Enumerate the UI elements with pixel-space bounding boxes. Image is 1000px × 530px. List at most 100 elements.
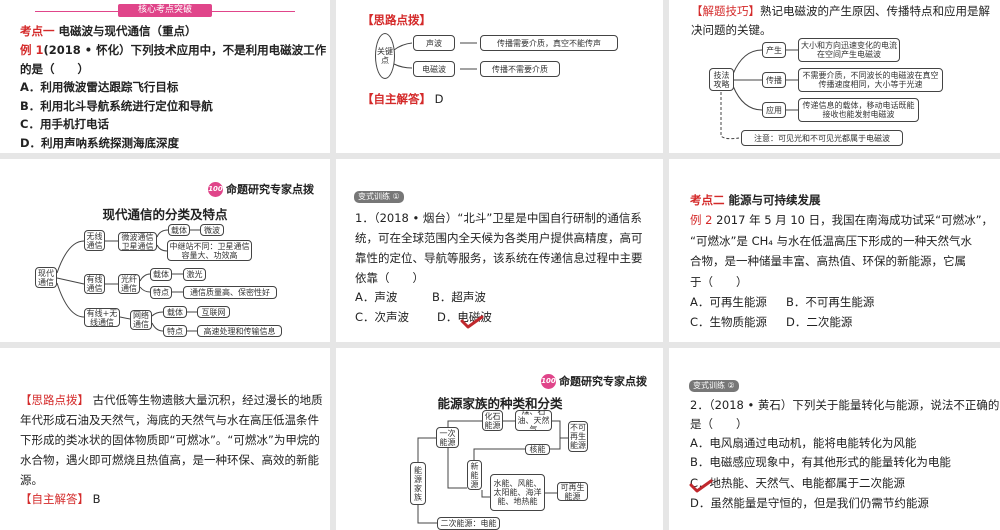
answer-line: 【自主解答】 D: [362, 92, 444, 106]
node-wired: 有线通信: [84, 274, 105, 294]
slide-1[interactable]: 核心考点突破 考点一 电磁波与现代通信（重点） 例 1(2018 • 怀化）下列…: [0, 0, 330, 153]
example-text-2: 的是（ ）: [20, 62, 89, 76]
hint-text: 年代形成石油及天然气，海底的天然气与水在高压低温条件: [20, 413, 319, 427]
question-line: 靠性的定位、导航等服务，该系统在传递信息过程中主要: [355, 251, 643, 265]
answer-value: B: [92, 492, 101, 506]
logo-text: 命题研究专家点拨: [559, 375, 647, 388]
node-fossil: 化石能源: [482, 410, 503, 431]
heading-tag: 考点二: [690, 193, 725, 207]
answer-value: D: [434, 92, 444, 106]
ribbon-banner: 核心考点突破: [118, 4, 212, 17]
option-d[interactable]: D．虽然能量是守恒的，但是我们仍需节约能源: [690, 496, 929, 510]
tip-text: 熟记电磁波的产生原因、传播特点和应用是解: [760, 4, 990, 18]
tip-label: 【解题技巧】: [691, 4, 760, 18]
option-c[interactable]: C．生物质能源: [690, 315, 768, 329]
energy-diagram-lines: [417, 420, 568, 524]
example-tag: 例 1: [20, 43, 44, 57]
slide-6[interactable]: 考点二 能源与可持续发展 例 2 2017 年 5 月 10 日，我国在南海成功…: [669, 159, 1000, 342]
node-carrier: 载体: [150, 268, 172, 281]
node-primary-energy: 一次能源: [436, 427, 459, 448]
example-text: 2017 年 5 月 10 日，我国在南海成功试采“可燃冰”，: [716, 213, 994, 227]
comm-diagram-lines: [56, 229, 200, 332]
question-line: 统，可在全球范围内全天候为各类用户提供高精度，高可: [355, 231, 643, 245]
option-c[interactable]: C．用手机打电话: [20, 117, 109, 131]
tip-diagram-lines: [720, 49, 798, 140]
node-coal-oil-gas: 煤、石油、天然气: [515, 410, 552, 431]
answer-label: 【自主解答】: [20, 492, 89, 506]
option-a[interactable]: A．利用微波雷达跟踪飞行目标: [20, 80, 179, 94]
node-produce: 产生: [762, 42, 786, 58]
node-propagate-desc: 不需要介质，不同波长的电磁波在真空传播速度相同，大小等于光速: [798, 68, 943, 92]
node-nonrenewable: 不可再生能源: [568, 421, 588, 452]
node-secondary-energy: 二次能源：电能: [437, 517, 500, 530]
option-a[interactable]: A．可再生能源: [690, 295, 767, 309]
tip-text-2: 决问题的关键。: [691, 23, 772, 37]
node-renewable-sources: 水能、风能、太阳能、海洋能、地热能: [490, 474, 545, 511]
option-c[interactable]: C．次声波: [355, 310, 410, 324]
hint-text: 水合物，遇火即可燃烧且热值高，是一种环保、高效的新能: [20, 453, 319, 467]
node-fiber: 光纤通信: [118, 274, 140, 294]
node-renewable: 可再生能源: [557, 482, 588, 501]
logo-text: 命题研究专家点拨: [226, 183, 314, 196]
hint-text: 源。: [20, 473, 43, 487]
question-line: 依靠（ ）: [355, 271, 424, 285]
example-line: 例 2 2017 年 5 月 10 日，我国在南海成功试采“可燃冰”，: [690, 213, 993, 227]
practice-badge: 变式训练 ①: [354, 191, 404, 203]
node-note: 注意：可见光和不可见光都属于电磁波: [741, 130, 903, 146]
heading-text: 电磁波与现代通信（重点）: [58, 24, 197, 38]
check-mark-icon: [689, 479, 713, 493]
hint-label: 【思路点拨】: [20, 393, 89, 407]
diagram-title: 能源家族的种类和分类: [437, 396, 563, 411]
slide-9[interactable]: 变式训练 ② 2．（2018 • 黄石）下列关于能量转化与能源，说法不正确的 是…: [669, 348, 1000, 530]
node-em-desc: 传播不需要介质: [480, 61, 560, 77]
node-modern-comm: 现代通信: [35, 267, 57, 288]
node-nuclear: 核能: [525, 444, 550, 455]
node-fiber-feature: 通信质量高、保密性好: [183, 286, 277, 299]
node-apply: 应用: [762, 102, 786, 118]
option-b[interactable]: B．不可再生能源: [786, 295, 875, 309]
node-apply-desc: 传递信息的载体，移动电话既能接收也能发射电磁波: [798, 98, 919, 122]
example-text: 于（ ）: [690, 275, 748, 289]
example-text: 合物，是一种储量丰富、高热值、环保的新能源，它属: [690, 254, 966, 268]
node-relay-diff: 中继站不同：卫星通信容量大、功效高: [167, 240, 252, 261]
logo-badge-icon: 100: [208, 181, 223, 197]
node-propagate: 传播: [762, 72, 786, 88]
node-internet: 互联网: [197, 306, 230, 318]
diagram-title: 现代通信的分类及特点: [102, 207, 228, 222]
hint-label: 【思路点拨】: [362, 13, 431, 27]
node-energy-family: 能源家族: [410, 462, 426, 505]
option-b[interactable]: B．电磁感应现象中，有其他形式的能量转化为电能: [690, 455, 951, 469]
slide-5[interactable]: 变式训练 ① 1．（2018 • 烟台）“北斗”卫星是中国自行研制的通信系 统，…: [336, 159, 663, 342]
question-line: 2．（2018 • 黄石）下列关于能量转化与能源，说法不正确的: [690, 398, 1000, 412]
option-c[interactable]: C．地热能、天然气、电能都属于二次能源: [690, 476, 906, 490]
slide-7[interactable]: 【思路点拨】 古代低等生物遗骸大量沉积，经过漫长的地质 年代形成石油及天然气，海…: [0, 348, 330, 530]
node-sound-desc: 传播需要介质，真空不能传声: [480, 35, 618, 51]
node-new-energy: 新能源: [467, 460, 482, 490]
answer-label: 【自主解答】: [362, 92, 431, 106]
node-microwave: 微波: [200, 224, 224, 236]
example-line: 例 1(2018 • 怀化）下列技术应用中，不是利用电磁波工作: [20, 43, 326, 57]
node-wired-wireless: 有线+无线通信: [84, 308, 120, 327]
hint-text: 古代低等生物遗骸大量沉积，经过漫长的地质: [92, 393, 323, 407]
slide-2[interactable]: 【思路点拨】 关键点 声波 传播需要介质，真空不能传声 电磁波 传播不需要介质 …: [336, 0, 663, 153]
option-d[interactable]: D．利用声呐系统探测海底深度: [20, 136, 180, 150]
heading: 考点二 能源与可持续发展: [690, 193, 821, 207]
option-d[interactable]: D．二次能源: [786, 315, 853, 329]
hint-text: 下形成的类冰状的固体物质即“可燃冰”。“可燃冰”为甲烷的: [20, 433, 320, 447]
option-a[interactable]: A．电风扇通过电动机，能将电能转化为风能: [690, 436, 917, 450]
option-b[interactable]: B．超声波: [432, 290, 486, 304]
question-line: 1．（2018 • 烟台）“北斗”卫星是中国自行研制的通信系: [355, 211, 642, 225]
key-point-ellipse: 关键点: [375, 33, 395, 79]
option-a[interactable]: A．声波: [355, 290, 398, 304]
node-laser: 激光: [183, 268, 206, 281]
slide-3[interactable]: 【解题技巧】熟记电磁波的产生原因、传播特点和应用是解 决问题的关键。 技法攻略 …: [669, 0, 1000, 153]
practice-badge: 变式训练 ②: [689, 380, 739, 392]
option-b[interactable]: B．利用北斗导航系统进行定位和导航: [20, 99, 213, 113]
node-sound-wave: 声波: [413, 35, 455, 51]
hint-line: 【思路点拨】 古代低等生物遗骸大量沉积，经过漫长的地质: [20, 393, 323, 407]
question-line: 是（ ）: [690, 417, 748, 431]
